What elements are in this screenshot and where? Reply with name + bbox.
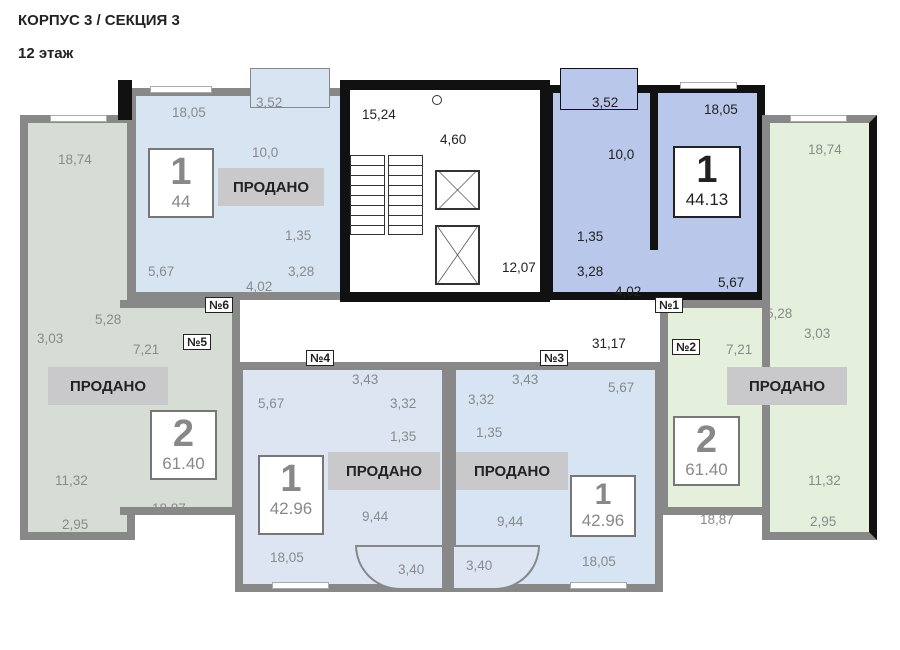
- stairs-icon: [388, 155, 423, 235]
- room-area: 5,67: [608, 380, 635, 395]
- window: [50, 115, 107, 122]
- sold-overlay-apartment-5: ПРОДАНО: [48, 367, 168, 405]
- room-area: 10,0: [608, 147, 635, 162]
- room-count: 1: [280, 458, 302, 500]
- window: [570, 582, 627, 589]
- apartment-number-6[interactable]: №6: [205, 297, 234, 313]
- room-count: 1: [696, 149, 718, 191]
- room-area: 1,35: [390, 429, 417, 444]
- room-count: 1: [594, 478, 612, 511]
- room-area: 1,35: [476, 425, 503, 440]
- sold-overlay-apartment-4: ПРОДАНО: [328, 452, 440, 490]
- room-area: 3,52: [256, 95, 283, 110]
- party-wall: [442, 362, 454, 592]
- balcony-6: [250, 68, 330, 108]
- room-area: 3,52: [592, 95, 619, 110]
- balcony-1: [560, 68, 638, 110]
- apartment-number-1[interactable]: №1: [655, 297, 684, 313]
- room-area: 3,28: [288, 264, 315, 279]
- room-area: 5,67: [148, 264, 175, 279]
- elevator-icon: [435, 225, 480, 285]
- room-area: 18,05: [582, 554, 616, 569]
- room-area: 11,32: [808, 473, 841, 488]
- room-area: 18,74: [808, 142, 842, 157]
- sold-overlay-apartment-2: ПРОДАНО: [727, 367, 847, 405]
- room-area: 4,02: [246, 279, 273, 294]
- room-area: 4,02: [615, 284, 642, 299]
- room-area: 18,05: [704, 102, 738, 117]
- window: [150, 86, 212, 93]
- apartment-number-5[interactable]: №5: [183, 334, 212, 350]
- room-area: 7,21: [133, 342, 160, 357]
- room-area: 12,07: [502, 260, 536, 275]
- corridor-area: 31,17: [592, 336, 626, 351]
- apartment-number-3[interactable]: №3: [540, 350, 569, 366]
- room-count: 2: [695, 419, 718, 461]
- floor-label: 12 этаж: [18, 45, 74, 62]
- room-area: 18,05: [270, 550, 304, 565]
- total-area: 61.40: [685, 460, 728, 479]
- room-area: 15,24: [362, 107, 396, 122]
- room-area: 7,21: [726, 342, 753, 357]
- room-area: 3,40: [398, 562, 425, 577]
- room-area: 5,28: [766, 306, 793, 321]
- total-area: 44.13: [685, 190, 729, 209]
- room-count: 1: [170, 151, 192, 193]
- room-area: 3,32: [468, 392, 495, 407]
- total-area: 61.40: [162, 454, 205, 473]
- total-area: 44: [171, 192, 191, 211]
- room-area: 2,95: [62, 517, 89, 532]
- room-count: 2: [172, 413, 195, 455]
- vent-icon: [432, 95, 442, 105]
- room-area: 3,32: [390, 396, 417, 411]
- building-section-title: КОРПУС 3 / СЕКЦИЯ 3: [18, 12, 180, 29]
- elevator-icon: [435, 170, 480, 210]
- window: [272, 582, 329, 589]
- room-area: 1,35: [577, 229, 604, 244]
- stairs-icon: [350, 155, 385, 235]
- room-area: 3,43: [512, 372, 539, 387]
- interior-wall: [650, 85, 658, 250]
- total-area: 42.96: [269, 499, 313, 518]
- room-area: 11,32: [55, 473, 88, 488]
- room-area: 9,44: [362, 509, 389, 524]
- sold-overlay-apartment-6: ПРОДАНО: [218, 168, 324, 206]
- outer-wall: [118, 80, 132, 120]
- apartment-number-2[interactable]: №2: [672, 339, 701, 355]
- room-area: 3,03: [804, 326, 831, 341]
- room-area: 5,67: [718, 275, 745, 290]
- window: [680, 82, 737, 89]
- apartment-number-4[interactable]: №4: [306, 350, 335, 366]
- room-area: 5,28: [95, 312, 122, 327]
- room-area: 1,35: [285, 228, 312, 243]
- room-area: 3,40: [466, 558, 493, 573]
- room-area: 5,67: [258, 396, 285, 411]
- room-area: 10,0: [252, 145, 279, 160]
- room-area: 4,60: [440, 132, 467, 147]
- sold-overlay-apartment-3: ПРОДАНО: [456, 452, 568, 490]
- window: [790, 115, 847, 122]
- room-area: 18,87: [152, 501, 186, 516]
- apartment-5-wing[interactable]: [120, 300, 240, 515]
- room-area: 9,44: [497, 514, 524, 529]
- room-area: 3,43: [352, 372, 379, 387]
- total-area: 42.96: [581, 511, 625, 530]
- apartment-2-wing[interactable]: [762, 115, 877, 540]
- room-area: 3,28: [577, 264, 604, 279]
- room-area: 18,87: [700, 512, 734, 527]
- room-area: 18,05: [172, 105, 206, 120]
- room-area: 18,74: [58, 152, 92, 167]
- room-area: 3,03: [37, 331, 64, 346]
- room-area: 2,95: [810, 514, 837, 529]
